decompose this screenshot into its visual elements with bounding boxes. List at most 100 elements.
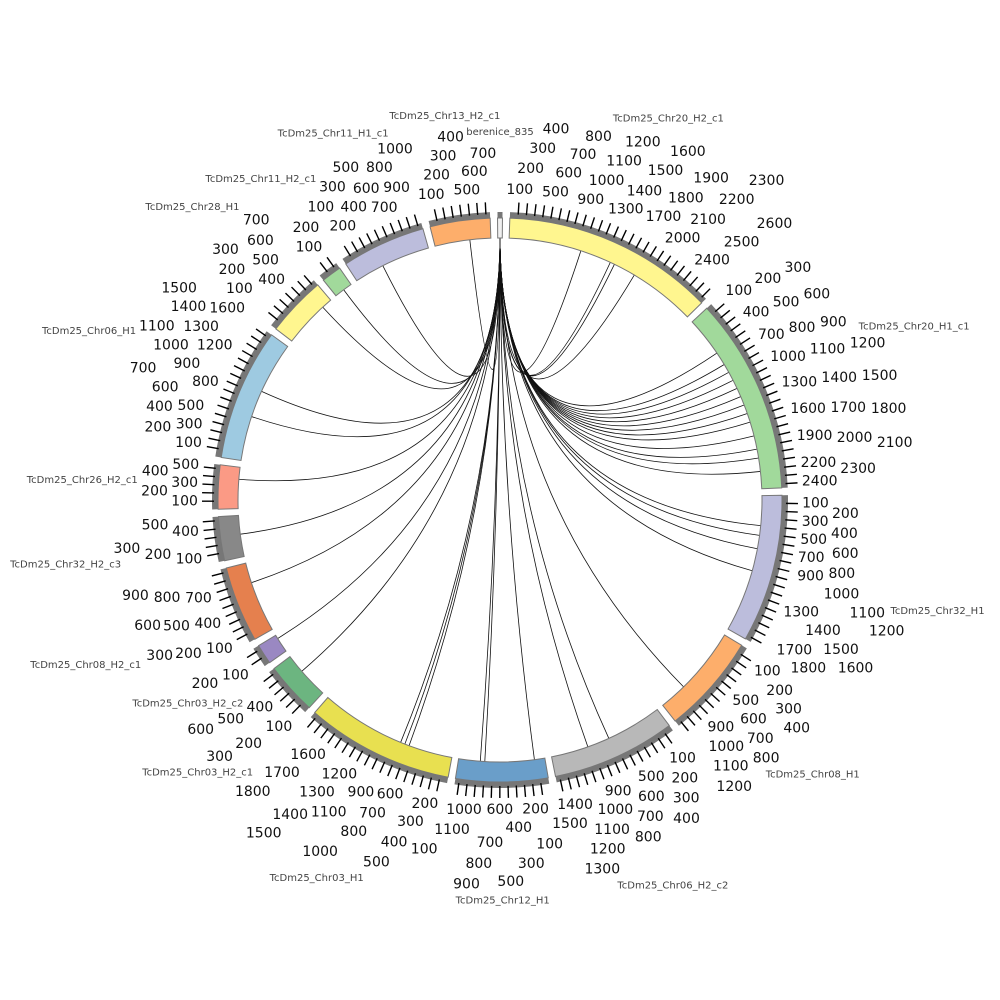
tick-label: 400	[437, 130, 464, 146]
tick-label: 700	[747, 731, 774, 747]
link-chord	[400, 237, 501, 743]
tick-mark	[326, 256, 335, 268]
tick-mark	[735, 660, 747, 669]
tick-mark	[777, 567, 790, 573]
tick-mark	[484, 202, 487, 215]
tick-label: 2400	[802, 474, 838, 490]
tick-label: 1000	[446, 802, 482, 818]
segment-block	[217, 514, 245, 562]
tick-label: 600	[247, 233, 274, 249]
segment-name-label: TcDm25_Chr32_H2_c3	[9, 560, 121, 571]
tick-mark	[771, 406, 784, 412]
tick-mark	[765, 390, 778, 397]
tick-label: 800	[828, 566, 855, 582]
tick-label: 700	[130, 361, 157, 377]
tick-mark	[395, 767, 401, 780]
tick-label: 300	[775, 701, 802, 717]
tick-label: 900	[605, 783, 632, 799]
tick-label: 400	[831, 526, 858, 542]
tick-mark	[427, 777, 433, 790]
tick-label: 900	[348, 785, 375, 801]
link-chord	[499, 237, 610, 739]
tick-mark	[237, 357, 249, 365]
segment-name-label: TcDm25_Chr08_H1	[765, 769, 860, 780]
segment-block	[662, 634, 743, 722]
tick-mark	[657, 737, 666, 749]
tick-mark	[251, 657, 263, 666]
tick-mark	[642, 241, 650, 253]
tick-label: 1200	[716, 779, 752, 795]
segment-TcDm25_Chr03_H1: 1002003004005006007008009001000110012001…	[235, 696, 453, 884]
segment-TcDm25_Chr32_H1: 1002003004005006007008009001000110012001…	[727, 494, 985, 677]
tick-label: 1900	[693, 171, 729, 187]
tick-mark	[436, 779, 441, 792]
tick-mark	[613, 226, 620, 238]
tick-mark	[768, 398, 781, 404]
tick-mark	[748, 351, 760, 360]
tick-label: 200	[145, 419, 172, 435]
tick-label: 100	[754, 663, 781, 679]
segment-scale-band	[212, 516, 225, 563]
tick-mark	[782, 543, 795, 547]
tick-label: 1100	[311, 805, 347, 821]
tick-label: 800	[192, 374, 219, 390]
tick-label: 700	[637, 809, 664, 825]
tick-label: 200	[329, 218, 356, 234]
link-chord	[404, 237, 501, 745]
tick-mark	[473, 784, 476, 797]
segment-name-label: TcDm25_Chr03_H2_c1	[141, 767, 253, 778]
tick-label: 1700	[830, 400, 866, 416]
tick-mark	[459, 204, 463, 217]
tick-label: 1000	[377, 142, 413, 158]
link-chord	[499, 237, 753, 572]
tick-label: 2600	[757, 216, 793, 232]
segment-block	[275, 284, 332, 342]
tick-label: 400	[258, 272, 285, 288]
tick-mark	[464, 784, 468, 797]
tick-label: 1100	[606, 153, 642, 169]
tick-label: 100	[176, 551, 203, 567]
tick-mark	[523, 784, 527, 797]
tick-mark	[268, 680, 279, 689]
tick-label: 600	[803, 287, 830, 303]
tick-label: 1300	[299, 785, 335, 801]
segment-block	[454, 757, 549, 783]
tick-label: 1600	[838, 661, 874, 677]
tick-mark	[689, 276, 699, 287]
tick-label: 300	[319, 180, 346, 196]
tick-mark	[211, 572, 224, 577]
tick-mark	[776, 423, 789, 428]
tick-label: 200	[412, 796, 439, 812]
link-chord	[499, 237, 684, 688]
tick-mark	[730, 323, 741, 332]
tick-label: 500	[163, 619, 190, 635]
tick-label: 1900	[797, 428, 833, 444]
tick-label: 200	[423, 168, 450, 184]
tick-mark	[695, 282, 705, 292]
tick-label: 1000	[770, 349, 806, 365]
tick-label: 500	[178, 398, 205, 414]
tick-label: 100	[307, 200, 334, 216]
tick-mark	[273, 305, 284, 315]
tick-mark	[781, 551, 794, 556]
tick-label: 1800	[668, 191, 704, 207]
tick-label: 1000	[824, 587, 860, 603]
tick-label: 400	[142, 464, 169, 480]
tick-mark	[246, 342, 258, 351]
tick-label: 2000	[837, 430, 873, 446]
tick-mark	[721, 680, 732, 690]
tick-label: 1700	[777, 642, 813, 658]
tick-label: 700	[798, 550, 825, 566]
tick-label: 1100	[594, 822, 630, 838]
tick-label: 1200	[850, 335, 886, 351]
tick-label: 300	[176, 417, 203, 433]
tick-mark	[306, 717, 316, 728]
tick-mark	[351, 241, 359, 253]
tick-label: 500	[142, 517, 169, 533]
tick-label: 2100	[877, 435, 913, 451]
tick-label: 400	[381, 835, 408, 851]
